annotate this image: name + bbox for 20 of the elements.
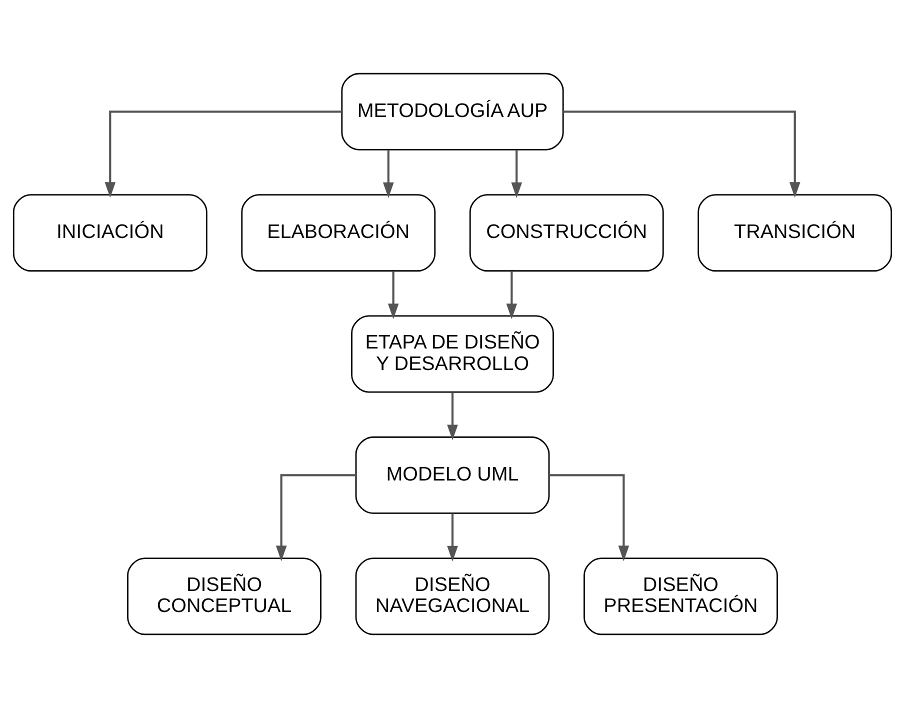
node-box: DISEÑO NAVEGACIONAL [355,557,550,635]
arrow [388,270,399,319]
node-box: MODELO UML [355,436,550,514]
arrow [382,150,394,198]
node-box: ELABORACIÓN [241,194,436,272]
arrow [447,392,458,440]
node-box: DISEÑO CONCEPTUAL [127,557,322,635]
node-box: ETAPA DE DISEÑO Y DESARROLLO [351,314,554,392]
arrow [549,474,630,561]
node-box: TRANSICIÓN [698,194,892,272]
node-box: DISEÑO PRESENTACIÓN [584,557,778,635]
node-box: METODOLOGÍA AUP [341,72,564,150]
node-box: CONSTRUCCIÓN [469,194,664,272]
node-box: INICIACIÓN [12,194,208,272]
arrow [276,474,356,561]
arrow [563,110,800,198]
arrow [506,270,518,319]
arrow [511,150,522,198]
arrow [447,513,458,561]
arrow [104,110,342,198]
